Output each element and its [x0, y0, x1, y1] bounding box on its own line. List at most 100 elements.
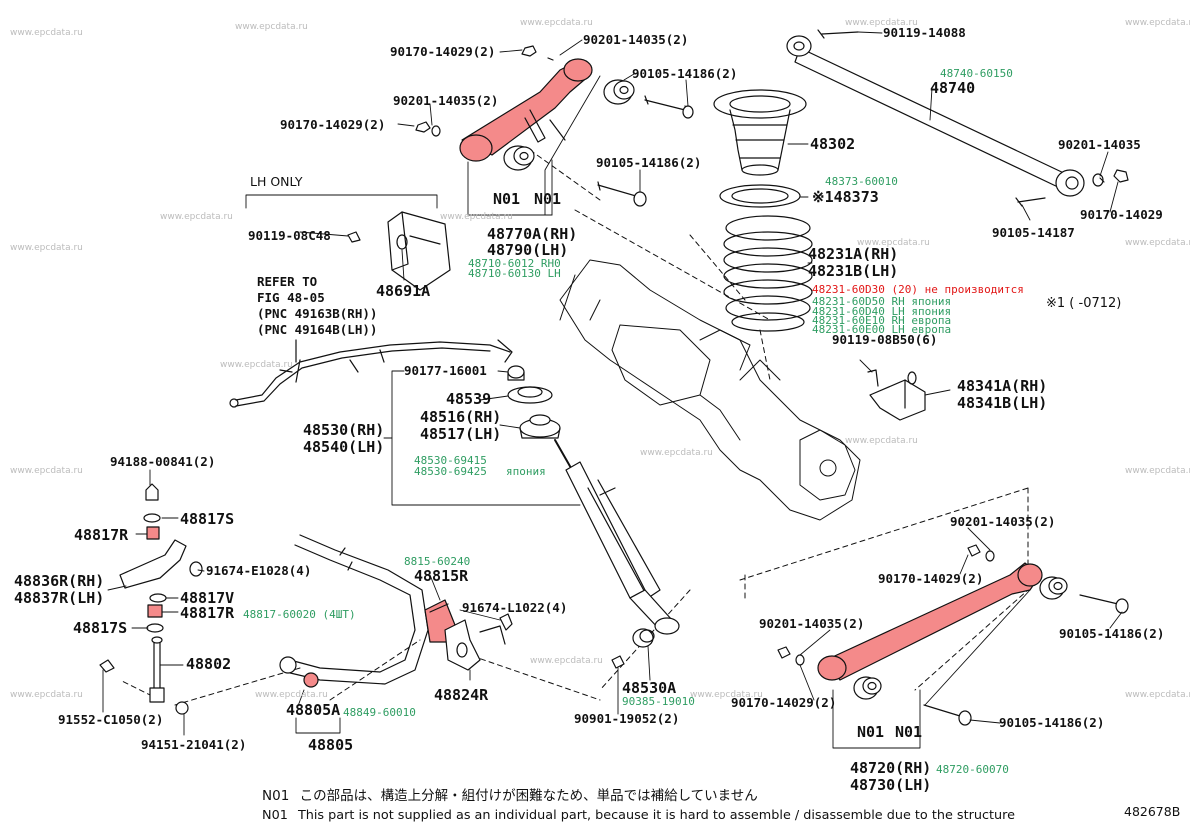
part-label[interactable]: 90201-14035(2)	[950, 514, 1056, 529]
n01-marker: N01	[493, 190, 521, 208]
part-label[interactable]: 90201-14035	[1058, 137, 1141, 152]
part-label[interactable]: 48740	[930, 79, 976, 97]
part-label[interactable]: 48837R(LH)	[14, 589, 105, 607]
part-label[interactable]: 48817R	[180, 604, 235, 622]
part-label[interactable]: 90177-16001	[404, 363, 487, 378]
stabilizer-bracket-48824r	[444, 613, 513, 671]
axle-housing	[559, 259, 861, 521]
part-label[interactable]: 48770A(RH)	[487, 225, 578, 243]
part-label[interactable]: 48824R	[434, 686, 489, 704]
part-label[interactable]: 91674-E1028(4)	[206, 563, 312, 578]
part-label[interactable]: 48817S	[180, 510, 235, 528]
catalog-number[interactable]: 48231-60D50 RH япония	[812, 295, 952, 308]
part-label[interactable]: 48802	[186, 655, 232, 673]
catalog-number[interactable]: 90385-19010	[622, 695, 695, 708]
part-label[interactable]: 90105-14186(2)	[999, 715, 1105, 730]
part-label[interactable]: 90119-14088	[883, 25, 966, 40]
part-label[interactable]: 48302	[810, 135, 856, 153]
part-label[interactable]: 48341B(LH)	[957, 394, 1048, 412]
part-label[interactable]: 94188-00841(2)	[110, 454, 216, 469]
stabilizer-bushing-48805a	[303, 672, 319, 688]
catalog-number[interactable]: 48849-60010	[343, 706, 416, 719]
catalog-number[interactable]: 48720-60070	[936, 763, 1009, 776]
part-label[interactable]: 48805A	[286, 701, 341, 719]
part-label[interactable]: 90170-14029	[1080, 207, 1163, 222]
part-label[interactable]: 48817S	[73, 619, 128, 637]
part-label[interactable]: 48231A(RH)	[808, 245, 899, 263]
part-label[interactable]: 90105-14186(2)	[1059, 626, 1165, 641]
part-label[interactable]: 48530A	[622, 679, 677, 697]
refer-text: (PNC 49164B(LH))	[257, 322, 378, 337]
leader-lines	[102, 31, 1123, 749]
part-label[interactable]: 90170-14029(2)	[390, 44, 496, 59]
part-label[interactable]: 90201-14035(2)	[759, 616, 865, 631]
watermark: www.epcdata.ru	[1125, 238, 1190, 248]
part-label[interactable]: 94151-21041(2)	[141, 737, 247, 752]
watermark: www.epcdata.ru	[1125, 18, 1190, 28]
n01-marker: N01	[534, 190, 562, 208]
spring-insulator-48373	[719, 184, 801, 208]
watermark: www.epcdata.ru	[235, 22, 308, 32]
catalog-number[interactable]: 48817-60020 (4ШТ)	[243, 608, 356, 621]
n01-marker: N01	[857, 723, 885, 741]
part-label[interactable]: 90119-08B50(6)	[832, 332, 938, 347]
part-label[interactable]: 90170-14029(2)	[280, 117, 386, 132]
part-label[interactable]: 90901-19052(2)	[574, 711, 680, 726]
part-label[interactable]: 48790(LH)	[487, 241, 569, 259]
stabilizer-link-pipe	[229, 339, 513, 408]
watermark: www.epcdata.ru	[10, 466, 83, 476]
part-label[interactable]: ※148373	[812, 188, 879, 206]
part-label[interactable]: 90201-14035(2)	[583, 32, 689, 47]
part-label[interactable]: 48817R	[74, 526, 129, 544]
catalog-number[interactable]: 48231-60D40 LH япония	[812, 305, 952, 318]
watermark: www.epcdata.ru	[10, 28, 83, 38]
part-label[interactable]: 48540(LH)	[303, 438, 385, 456]
watermark: www.epcdata.ru	[160, 212, 233, 222]
part-label[interactable]: 91552-C1050(2)	[58, 712, 164, 727]
part-label[interactable]: 91674-L1022(4)	[462, 600, 568, 615]
part-label[interactable]: 48530(RH)	[303, 421, 385, 439]
part-label[interactable]: 48805	[308, 736, 354, 754]
part-label[interactable]: 90170-14029(2)	[878, 571, 984, 586]
bushing-top-1	[603, 79, 635, 105]
part-label[interactable]: 48517(LH)	[420, 425, 502, 443]
part-label[interactable]: 48516(RH)	[420, 408, 502, 426]
part-label[interactable]: 90105-14186(2)	[632, 66, 738, 81]
refer-text: (PNC 49163B(RH))	[257, 306, 378, 321]
note-reference: ※1 ( -0712)	[1046, 296, 1122, 311]
part-label[interactable]: 48730(LH)	[850, 776, 932, 794]
part-label[interactable]: 48539	[446, 390, 492, 408]
catalog-number[interactable]: 48530-69415	[414, 454, 487, 467]
part-label[interactable]: 48815R	[414, 567, 469, 585]
part-label[interactable]: 90105-14186(2)	[596, 155, 702, 170]
catalog-number[interactable]: 8815-60240	[404, 555, 471, 568]
part-label[interactable]: 48231B(LH)	[808, 262, 899, 280]
catalog-number[interactable]: 48530-69425	[414, 465, 487, 478]
footnote-text: This part is not supplied as an individu…	[297, 808, 1015, 823]
part-label[interactable]: 90170-14029(2)	[731, 695, 837, 710]
part-label[interactable]: 90119-08C48	[248, 228, 331, 243]
catalog-number-discontinued[interactable]: 48231-60D30 (20) не производится	[812, 283, 1024, 296]
part-label[interactable]: 90105-14187	[992, 225, 1075, 240]
part-label[interactable]: 90201-14035(2)	[393, 93, 499, 108]
part-label[interactable]: 48691A	[376, 282, 431, 300]
upper-control-arm-48770a	[459, 58, 593, 162]
bushing-lower-2	[853, 676, 882, 700]
catalog-number[interactable]: 48710-60130 LH	[468, 267, 561, 280]
lateral-rod-48740	[786, 29, 1129, 207]
catalog-number[interactable]: 48710-6012 RH0	[468, 257, 561, 270]
catalog-number[interactable]: 48231-60E00 LH европа	[812, 323, 952, 336]
part-label[interactable]: 48836R(RH)	[14, 572, 105, 590]
part-label[interactable]: 48817V	[180, 589, 235, 607]
catalog-number[interactable]: 48373-60010	[825, 175, 898, 188]
part-label[interactable]: 48720(RH)	[850, 759, 932, 777]
catalog-number[interactable]: 48740-60150	[940, 67, 1013, 80]
catalog-number[interactable]: 48231-60E10 RH европа	[812, 314, 952, 327]
watermark: www.epcdata.ru	[1125, 466, 1190, 476]
watermark: www.epcdata.ru	[10, 243, 83, 253]
watermark: www.epcdata.ru	[640, 448, 713, 458]
watermark: www.epcdata.ru	[255, 690, 328, 700]
coil-spring-48231	[723, 215, 813, 332]
part-label[interactable]: 48341A(RH)	[957, 377, 1048, 395]
